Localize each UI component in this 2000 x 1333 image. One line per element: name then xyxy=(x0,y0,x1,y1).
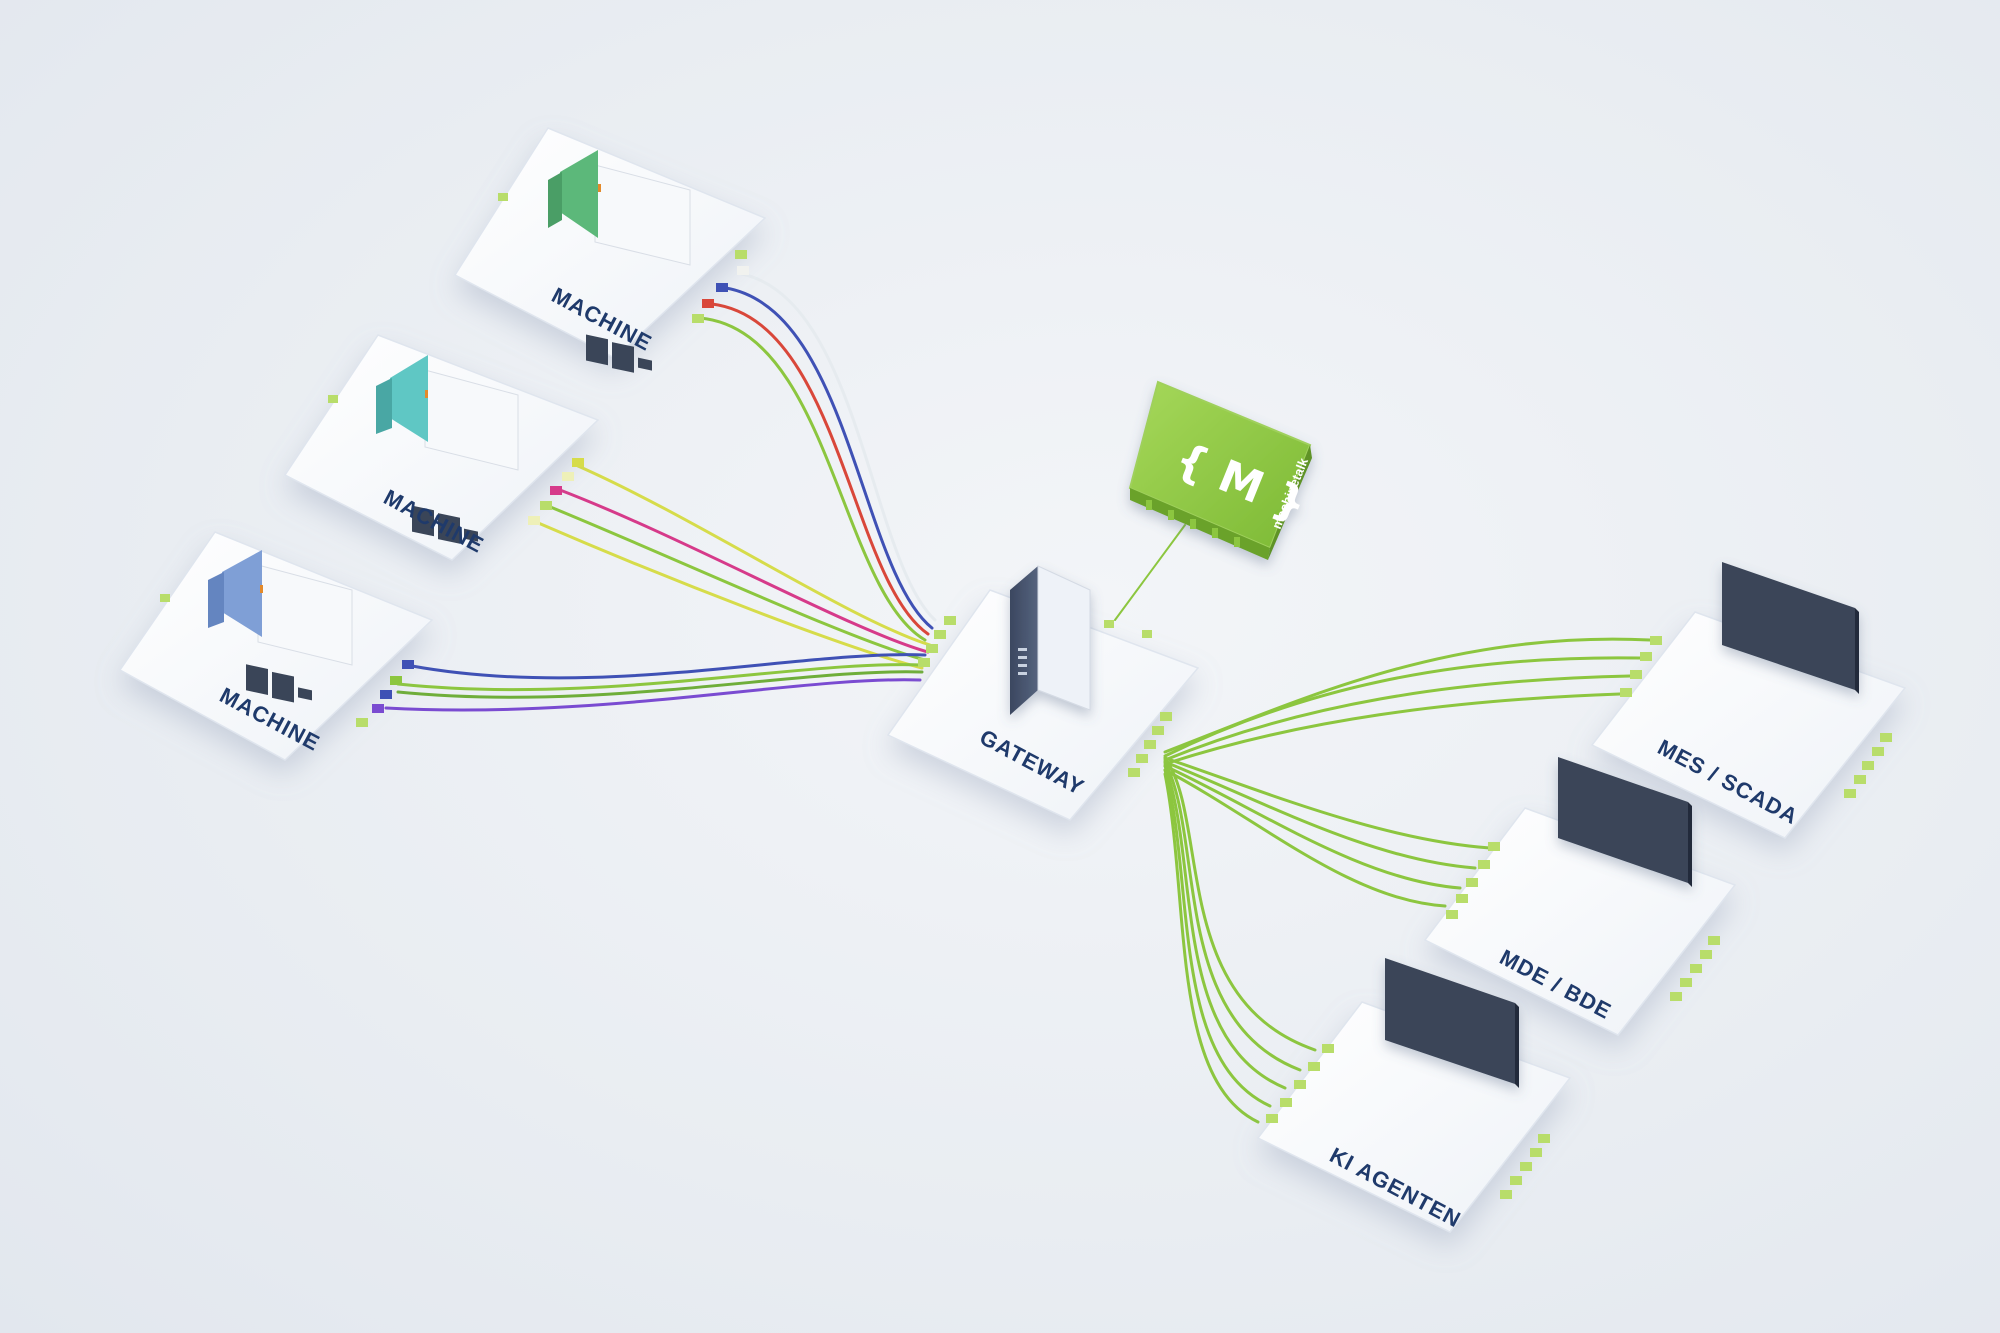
cable-m3-green-2 xyxy=(396,670,924,699)
monitor-icon xyxy=(1722,562,1859,694)
chip-pins xyxy=(1146,500,1240,547)
cables xyxy=(384,272,1652,1124)
machine-icon xyxy=(548,150,691,373)
cable-m2-yellow-1 xyxy=(576,464,932,647)
machine-ports xyxy=(160,594,414,727)
machine-ports xyxy=(328,395,584,525)
machinetalk-chip[interactable]: { M } machinetalk xyxy=(1128,380,1314,560)
mde-bde-ports xyxy=(1446,842,1720,1001)
cable-m2-green xyxy=(546,504,927,662)
gateway-tile xyxy=(886,589,1200,821)
machine-node-1[interactable]: MACHINE xyxy=(453,127,767,373)
mde-bde-node[interactable]: MDE / BDE xyxy=(1423,757,1737,1036)
gateway-node[interactable]: GATEWAY xyxy=(886,565,1200,821)
ki-agenten-node[interactable]: KI AGENTEN xyxy=(1256,958,1572,1233)
mes-scada-ports xyxy=(1620,636,1892,798)
cable-m3-purple xyxy=(384,678,922,712)
machine-icon xyxy=(208,550,353,703)
cable-m1-red xyxy=(710,302,930,636)
server-icon xyxy=(1010,565,1091,715)
cable-gateway-chip xyxy=(1114,524,1186,621)
ki-agenten-ports xyxy=(1266,1044,1550,1199)
cable-m2-yellow-2 xyxy=(534,520,924,670)
cable-m1-green xyxy=(698,316,927,642)
cable-m1-blue xyxy=(724,286,934,630)
machine-accent-panel xyxy=(390,355,428,442)
cable-m1-white xyxy=(740,272,937,622)
cable-m3-green xyxy=(396,663,924,692)
machine-node-3[interactable]: MACHINE xyxy=(118,531,434,761)
machine-icon xyxy=(376,355,519,544)
cable-m3-blue xyxy=(410,653,927,680)
machine-node-2[interactable]: MACHINE xyxy=(283,334,600,561)
monitor-icon xyxy=(1558,757,1692,887)
machine-ports xyxy=(498,193,749,323)
machine-accent-panel xyxy=(560,150,598,238)
gateway-ports xyxy=(918,616,1172,777)
monitor-icon xyxy=(1385,958,1519,1088)
cable-m2-magenta xyxy=(558,488,930,654)
machine-accent-panel xyxy=(222,550,262,637)
